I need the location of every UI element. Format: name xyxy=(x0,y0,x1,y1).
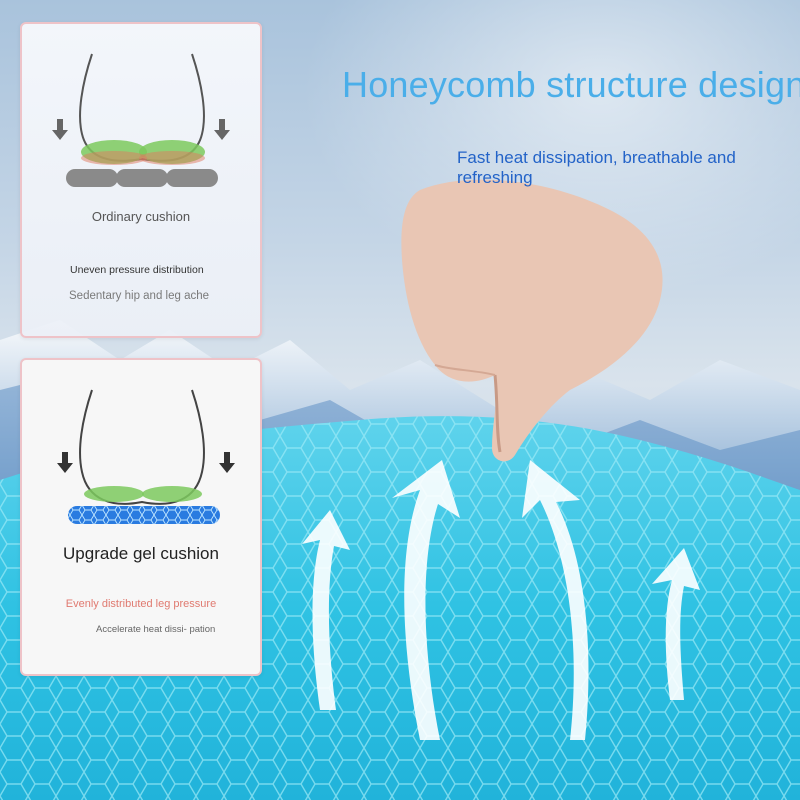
subheadline: Fast heat dissipation, breathable and re… xyxy=(457,148,736,187)
down-arrow-icon xyxy=(57,452,73,473)
hand-pinching-cushion xyxy=(401,179,663,462)
headline: Honeycomb structure design xyxy=(342,64,800,105)
gel-cushion-illustration xyxy=(57,389,235,524)
ordinary-cushion-title: Ordinary cushion xyxy=(91,209,191,224)
airflow-arrows xyxy=(302,460,700,740)
down-arrow-icon xyxy=(52,119,68,140)
gel-cushion-point-1: Evenly distributed leg pressure xyxy=(65,598,217,610)
ordinary-cushion-illustration xyxy=(52,53,230,187)
ordinary-cushion-point-2: Sedentary hip and leg ache xyxy=(69,290,210,302)
gel-cushion-point-2: Accelerate heat dissi- pation xyxy=(96,624,216,635)
down-arrow-icon xyxy=(219,452,235,473)
gel-cushion-title: Upgrade gel cushion xyxy=(63,544,219,563)
down-arrow-icon xyxy=(214,119,230,140)
ordinary-cushion-point-1: Uneven pressure distribution xyxy=(70,264,204,276)
gel-cushion-card: Upgrade gel cushion Evenly distributed l… xyxy=(20,358,262,676)
ordinary-cushion-card: Ordinary cushion Uneven pressure distrib… xyxy=(20,22,262,338)
